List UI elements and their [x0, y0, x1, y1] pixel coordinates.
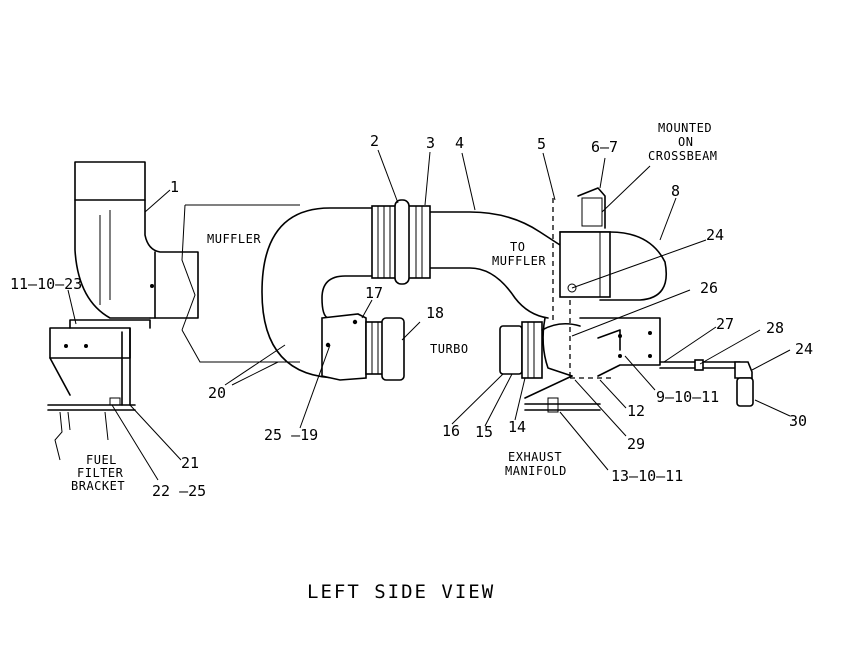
- fuel-filter-bracket: [47, 319, 151, 461]
- callout-9-10-11: 9–10–11: [656, 388, 719, 406]
- manifold-bracket: [524, 317, 661, 413]
- label-on: ON: [678, 135, 693, 149]
- callout-30: 30: [789, 412, 807, 430]
- callout-26: 26: [700, 279, 718, 297]
- leader-lines: [67, 149, 791, 481]
- label-exhaust: EXHAUST: [508, 450, 562, 464]
- label-turbo: TURBO: [430, 342, 469, 356]
- callout-18: 18: [426, 304, 444, 322]
- callout-17: 17: [365, 284, 383, 302]
- label-manifold: MANIFOLD: [505, 464, 567, 478]
- label-to: TO: [510, 240, 525, 254]
- turbo-connector: [321, 313, 405, 381]
- muffler-outline-left: [181, 204, 196, 331]
- view-title: LEFT SIDE VIEW: [307, 581, 495, 603]
- callout-28: 28: [766, 319, 784, 337]
- label-mounted: MOUNTED: [658, 121, 712, 135]
- sensor-rod: [659, 359, 754, 407]
- callout-22-25: 22 –25: [152, 482, 206, 500]
- muffler-outline-bottom: [181, 329, 300, 363]
- label-fuel: FUEL: [86, 453, 117, 467]
- manifold-flange: [499, 321, 581, 379]
- callout-8: 8: [671, 182, 680, 200]
- exhaust-pipe-loop: [261, 207, 561, 379]
- callout-5: 5: [537, 135, 546, 153]
- callout-14: 14: [508, 418, 526, 436]
- callout-29: 29: [627, 435, 645, 453]
- pipe-clamp: [371, 199, 431, 285]
- callout-15: 15: [475, 423, 493, 441]
- callout-24-lower: 24: [795, 340, 813, 358]
- callout-27: 27: [716, 315, 734, 333]
- callout-24-upper: 24: [706, 226, 724, 244]
- callout-1: 1: [170, 178, 179, 196]
- callout-6-7: 6–7: [591, 138, 618, 156]
- callout-25-19: 25 –19: [264, 426, 318, 444]
- label-filter: FILTER: [77, 466, 124, 480]
- muffler-inlet: [559, 187, 667, 301]
- callout-21: 21: [181, 454, 199, 472]
- callout-13-10-11: 13–10–11: [611, 467, 683, 485]
- exhaust-elbow: [74, 161, 199, 319]
- callout-4: 4: [455, 134, 464, 152]
- callout-12: 12: [627, 402, 645, 420]
- callout-16: 16: [442, 422, 460, 440]
- label-crossbeam: CROSSBEAM: [648, 149, 718, 163]
- callout-2: 2: [370, 132, 379, 150]
- callout-11-10-23: 11–10–23: [10, 275, 82, 293]
- label-to-muffler: MUFFLER: [492, 254, 546, 268]
- callout-20: 20: [208, 384, 226, 402]
- callout-3: 3: [426, 134, 435, 152]
- label-muffler: MUFFLER: [207, 232, 261, 246]
- label-bracket: BRACKET: [71, 479, 125, 493]
